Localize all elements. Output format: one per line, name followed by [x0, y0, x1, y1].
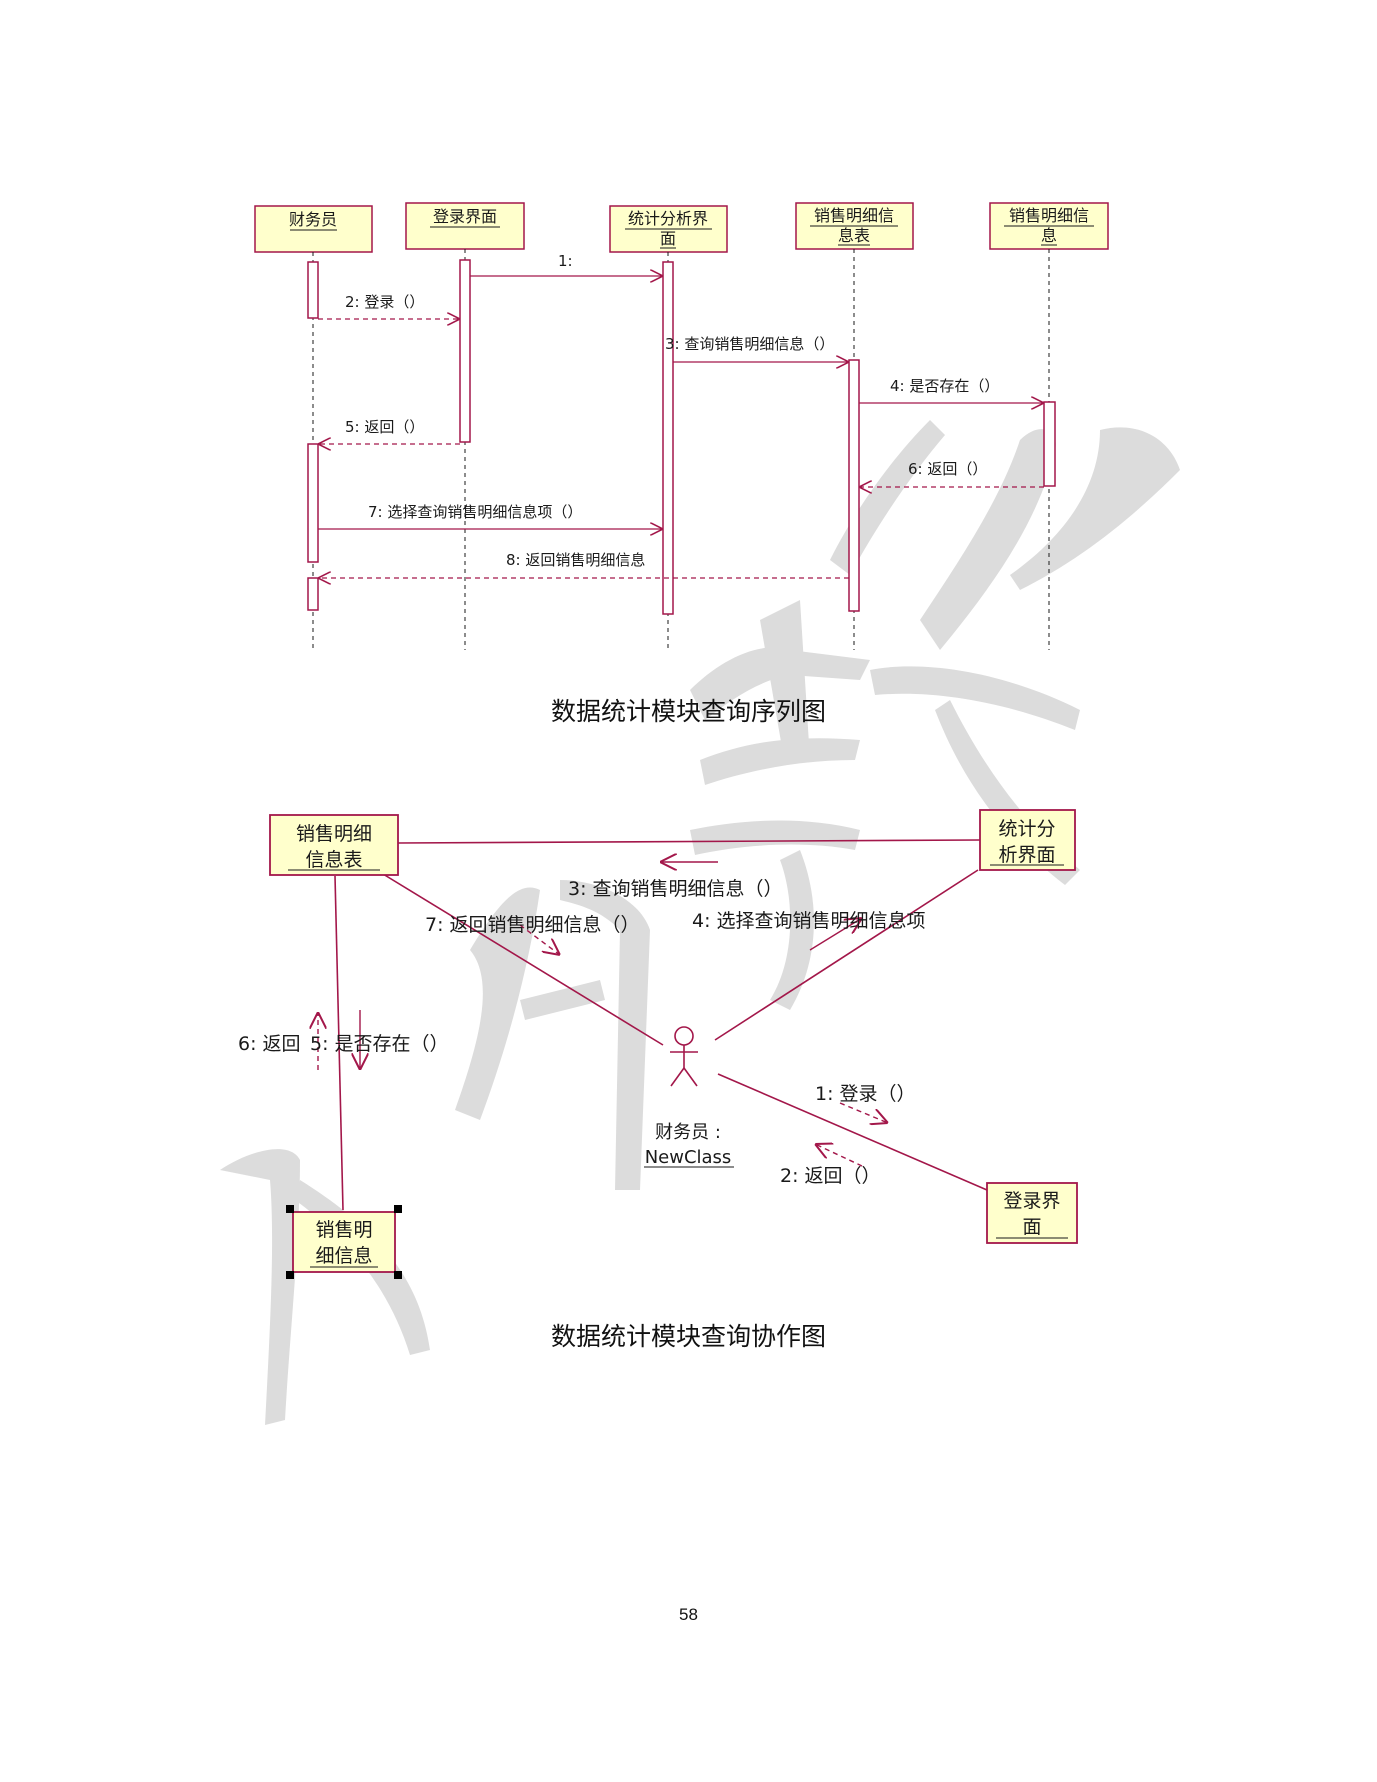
collab-msg-2-label: 2: 返回（） [780, 1165, 881, 1187]
sequence-caption: 数据统计模块查询序列图 [550, 697, 826, 726]
object-label: 销售明细 [296, 823, 372, 845]
lifeline-sales-detail: 销售明细信 息 [989, 202, 1109, 250]
lifeline-label: 面 [660, 229, 676, 248]
actor-label: 财务员 : [655, 1122, 721, 1143]
collab-links [334, 839, 988, 1211]
lifeline-sales-detail-table: 销售明细信 息表 [795, 202, 914, 250]
msg-7-label: 7: 选择查询销售明细信息项（） [368, 503, 582, 521]
collab-msg-3-label: 3: 查询销售明细信息（） [568, 878, 783, 900]
lifeline-label: 销售明细信 [814, 206, 894, 225]
lifeline-label: 销售明细信 [1009, 206, 1089, 225]
collab-msg-7-label: 7: 返回销售明细信息（） [425, 914, 640, 936]
collaboration-caption: 数据统计模块查询协作图 [550, 1322, 826, 1351]
msg-6-label: 6: 返回（） [908, 460, 987, 478]
lifeline-label: 息 [1041, 226, 1057, 245]
collab-msg-1-arrow [839, 1102, 888, 1123]
object-label: 销售明 [315, 1219, 372, 1241]
collab-msg-5-label: 5: 是否存在（） [310, 1033, 449, 1055]
collab-msg-1-label: 1: 登录（） [815, 1083, 916, 1105]
lifeline-label: 财务员 [289, 210, 337, 229]
object-label: 信息表 [305, 849, 362, 871]
selection-handles [286, 1205, 402, 1279]
msg-1-label: 1: [558, 252, 573, 270]
lifeline-stats-ui: 统计分析界 面 [609, 205, 728, 253]
lifeline-label: 统计分析界 [628, 209, 708, 228]
collab-msg-4-label: 4: 选择查询销售明细信息项 [692, 910, 926, 932]
collab-msg-2-arrow [815, 1144, 863, 1167]
object-label: 登录界 [1003, 1190, 1060, 1212]
msg-3-label: 3: 查询销售明细信息（） [665, 335, 834, 353]
object-label: 统计分 [998, 818, 1055, 840]
activation-bars [307, 259, 1056, 615]
msg-8-label: 8: 返回销售明细信息 [506, 551, 645, 569]
object-sales-detail-table: 销售明细 信息表 [269, 814, 399, 876]
object-label: 面 [1022, 1216, 1041, 1238]
object-label: 析界面 [998, 844, 1055, 866]
object-login-ui: 登录界 面 [986, 1182, 1078, 1244]
page-number: 58 [679, 1605, 698, 1624]
msg-4-label: 4: 是否存在（） [890, 377, 999, 395]
collaboration-diagram: 销售明细 信息表 统计分 析界面 销售明 细信息 登录界 面 财务员 : Ne [238, 809, 1078, 1279]
msg-2-label: 2: 登录（） [345, 293, 424, 311]
lifeline-caiwuyuan: 财务员 [254, 205, 373, 253]
lifeline-label: 息表 [838, 226, 870, 245]
collab-msg-4-arrow [809, 918, 862, 951]
sequence-diagram: 财务员 登录界面 统计分析界 面 销售明细信 息表 销售明细信 息 [254, 202, 1109, 650]
collab-msg-6-label: 6: 返回 [238, 1033, 301, 1055]
object-stats-ui: 统计分 析界面 [979, 809, 1076, 871]
actor-icon [670, 1026, 698, 1087]
object-label: 细信息 [315, 1245, 372, 1267]
object-sales-detail: 销售明 细信息 [286, 1205, 402, 1279]
lifeline-login-ui: 登录界面 [405, 202, 525, 250]
lifeline-label: 登录界面 [433, 207, 497, 226]
actor-class-name: NewClass [645, 1147, 732, 1168]
msg-5-label: 5: 返回（） [345, 418, 424, 436]
